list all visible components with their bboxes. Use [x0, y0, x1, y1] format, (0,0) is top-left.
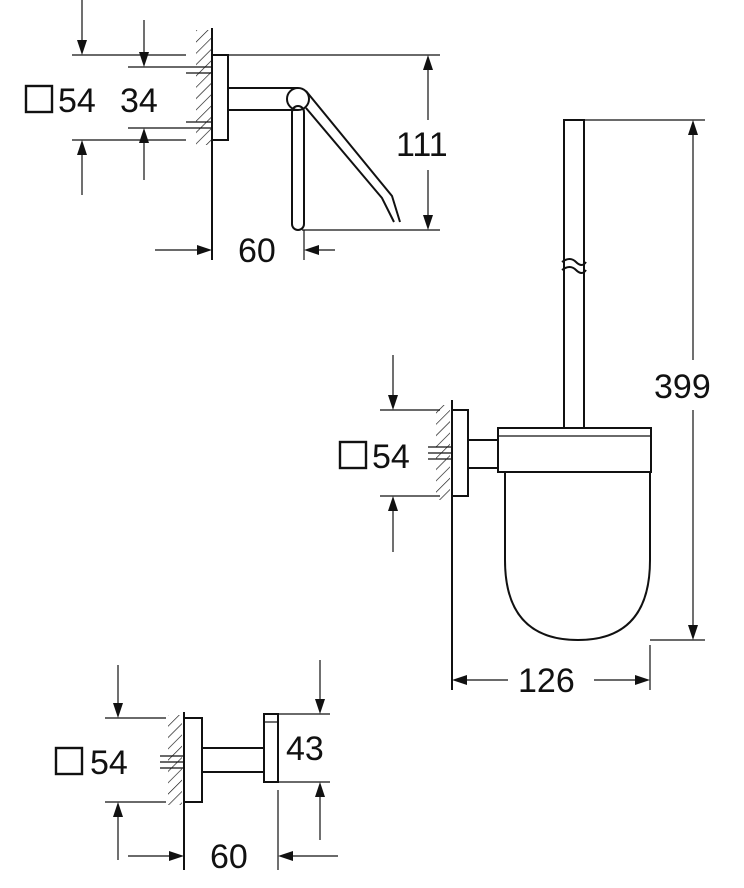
wall-hatch	[196, 30, 212, 145]
mounting-plate	[451, 409, 469, 497]
paper-holder-height: 34	[120, 82, 158, 120]
mounting-plate	[183, 717, 203, 803]
paper-holder-projection: 60	[238, 232, 276, 270]
paper-holder-square-size: 54	[58, 82, 96, 120]
paper-holder-depth: 111	[396, 126, 448, 164]
brush-holder-width: 126	[518, 662, 575, 700]
cup	[504, 472, 651, 642]
pivot	[286, 87, 310, 111]
towel-hook-drawing: 54 43 60	[54, 660, 338, 876]
screw-marks	[186, 66, 212, 129]
mounting-plate	[211, 54, 229, 141]
brush-holder-drawing: 54 399 126	[338, 119, 711, 700]
towel-hook-height: 43	[286, 730, 324, 768]
brush-holder-height: 399	[654, 368, 711, 406]
paper-holder-drawing: 54 34 111 60	[24, 0, 448, 270]
square-outline-icon	[24, 84, 54, 114]
wall-hatch	[168, 715, 182, 805]
brush-handle	[563, 119, 585, 429]
square-outline-icon	[54, 746, 84, 776]
roll-bar	[291, 105, 305, 231]
lid	[497, 427, 652, 473]
towel-hook-projection: 60	[210, 838, 248, 876]
hook-head	[263, 713, 279, 783]
flap	[305, 90, 401, 223]
towel-hook-square-size: 54	[90, 744, 128, 782]
square-outline-icon	[338, 440, 368, 470]
arm	[467, 439, 499, 469]
brush-holder-square-size: 54	[372, 438, 410, 476]
